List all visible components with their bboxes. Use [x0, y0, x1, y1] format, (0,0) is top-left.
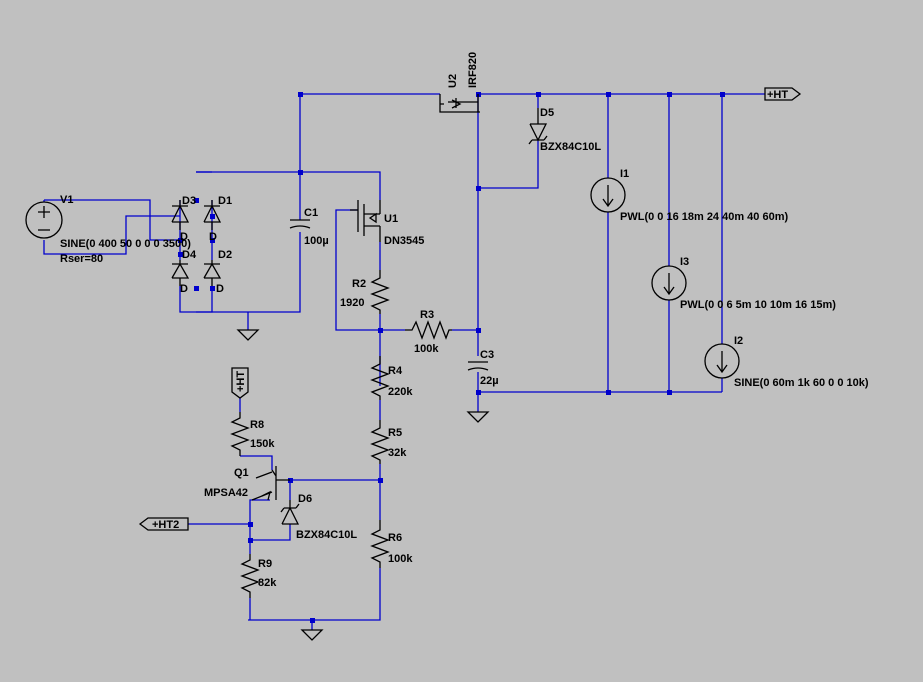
u1-value: DN3545: [384, 235, 424, 247]
resistor-r8[interactable]: R8 150k: [230, 412, 275, 456]
i2-ref: I2: [734, 335, 743, 347]
ground-symbol-2: [466, 411, 490, 423]
current-source-i3[interactable]: I3 PWL(0 0 6 5m 10 10m 16 15m): [651, 256, 836, 311]
mosfet-u1[interactable]: U1 DN3545: [350, 200, 424, 247]
v1-voltage-source[interactable]: V1 SINE(0 400 50 0 0 0 3500) Rser=80: [25, 194, 191, 265]
r4-ref: R4: [388, 365, 403, 377]
net-flag-ht2[interactable]: +HT2: [138, 517, 189, 531]
v1-ref: V1: [60, 194, 73, 206]
net-flag-ht[interactable]: +HT: [764, 87, 802, 101]
d3-ref: D3: [182, 195, 196, 207]
diode-d1[interactable]: D1 D: [203, 195, 232, 243]
resistor-r3[interactable]: R3 100k: [405, 309, 452, 355]
i3-ref: I3: [680, 256, 689, 268]
r8-ref: R8: [250, 419, 264, 431]
i1-value: PWL(0 0 16 18m 24 40m 40 60m): [620, 211, 788, 223]
d6-value: BZX84C10L: [296, 529, 357, 541]
r3-ref: R3: [420, 309, 434, 321]
q1-ref: Q1: [234, 467, 249, 479]
capacitor-c3[interactable]: C3 22µ: [467, 349, 499, 387]
resistor-r2[interactable]: R2 1920: [340, 270, 390, 314]
ground-symbol-1: [236, 329, 260, 341]
r4-value: 220k: [388, 386, 413, 398]
capacitor-c1[interactable]: C1 100µ: [289, 207, 329, 247]
c3-value: 22µ: [480, 375, 499, 387]
r9-value: 82k: [258, 577, 277, 589]
r2-value: 1920: [340, 297, 364, 309]
d1-ref: D1: [218, 195, 232, 207]
resistor-r9[interactable]: R9 82k: [240, 554, 277, 598]
r5-ref: R5: [388, 427, 402, 439]
d4-model: D: [180, 283, 188, 295]
zener-d6[interactable]: D6 BZX84C10L: [280, 493, 357, 541]
r9-ref: R9: [258, 558, 272, 570]
r8-value: 150k: [250, 438, 275, 450]
c3-ref: C3: [480, 349, 494, 361]
q1-value: MPSA42: [204, 487, 248, 499]
r6-ref: R6: [388, 532, 402, 544]
u1-ref: U1: [384, 213, 398, 225]
net-flag-ht-small[interactable]: +HT: [231, 367, 249, 399]
d2-model: D: [216, 283, 224, 295]
diode-d3[interactable]: D3 D: [171, 195, 196, 243]
diode-d4[interactable]: D4 D: [171, 249, 197, 295]
d1-model: D: [209, 231, 217, 243]
ht2-label: +HT2: [152, 519, 179, 531]
v1-value: SINE(0 400 50 0 0 0 3500): [60, 238, 191, 250]
resistor-r6[interactable]: R6 100k: [370, 520, 413, 568]
resistor-r4[interactable]: R4 220k: [370, 356, 413, 400]
i2-value: SINE(0 60m 1k 60 0 0 10k): [734, 377, 869, 389]
ground-symbol-3: [300, 629, 324, 641]
wires: [43, 93, 765, 630]
junction-dots: [178, 92, 725, 623]
ht-label: +HT: [767, 89, 788, 101]
transistor-q1[interactable]: Q1 MPSA42: [204, 466, 290, 501]
c1-ref: C1: [304, 207, 318, 219]
i3-value: PWL(0 0 6 5m 10 10m 16 15m): [680, 299, 836, 311]
d3-model: D: [180, 231, 188, 243]
d2-ref: D2: [218, 249, 232, 261]
diode-d2[interactable]: D2 D: [203, 249, 232, 295]
resistor-r5[interactable]: R5 32k: [370, 420, 407, 464]
current-source-i1[interactable]: I1 PWL(0 0 16 18m 24 40m 40 60m): [590, 168, 788, 223]
zener-d5[interactable]: D5 BZX84C10L: [528, 107, 601, 153]
c1-value: 100µ: [304, 235, 329, 247]
u2-value: IRF820: [467, 52, 479, 88]
u2-ref: U2: [447, 74, 459, 88]
d6-ref: D6: [298, 493, 312, 505]
v1-param: Rser=80: [60, 253, 103, 265]
i1-ref: I1: [620, 168, 629, 180]
d5-ref: D5: [540, 107, 554, 119]
d5-value: BZX84C10L: [540, 141, 601, 153]
r6-value: 100k: [388, 553, 413, 565]
d4-ref: D4: [182, 249, 197, 261]
r5-value: 32k: [388, 447, 407, 459]
ht-small-label: +HT: [235, 371, 247, 392]
r3-value: 100k: [414, 343, 439, 355]
current-source-i2[interactable]: I2 SINE(0 60m 1k 60 0 0 10k): [704, 335, 869, 389]
r2-ref: R2: [352, 278, 366, 290]
mosfet-u2[interactable]: U2 IRF820: [439, 52, 480, 113]
